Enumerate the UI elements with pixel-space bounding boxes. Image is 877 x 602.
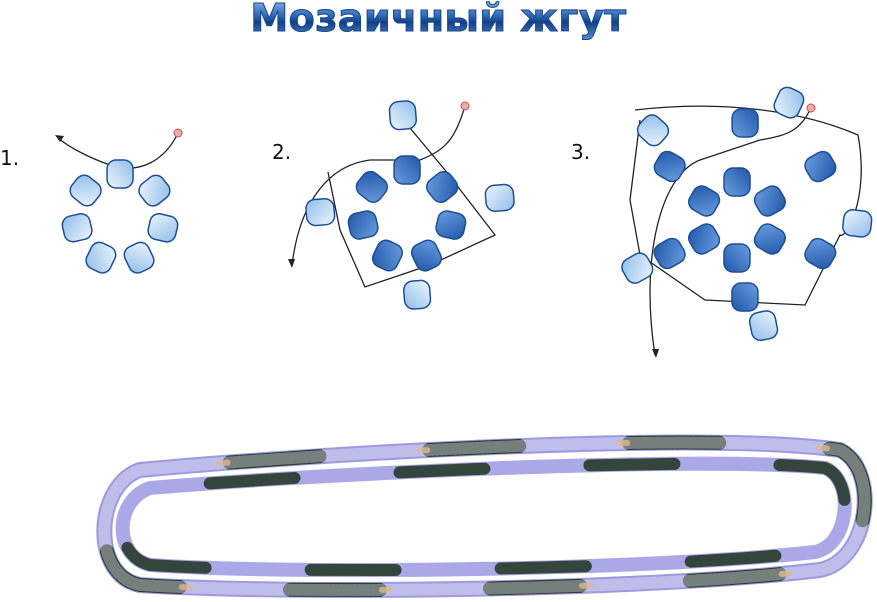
dark-bead — [688, 185, 721, 217]
light-bead — [85, 241, 117, 274]
light-bead — [484, 183, 515, 213]
light-bead — [773, 86, 805, 119]
dark-bead — [723, 167, 751, 197]
dark-bead — [371, 239, 403, 272]
dark-bead — [753, 223, 786, 255]
dark-bead — [804, 150, 837, 183]
light-bead — [748, 310, 779, 342]
diagram-title: Мозаичный жгут — [0, 0, 877, 41]
light-bead — [388, 100, 418, 131]
thread-step-3 — [649, 107, 812, 356]
dark-bead — [355, 170, 388, 203]
dark-bead — [653, 150, 686, 183]
dark-bead — [426, 170, 459, 203]
dark-bead — [410, 239, 443, 272]
light-bead — [123, 241, 155, 274]
light-bead — [138, 174, 171, 207]
rope-bead-texture — [98, 436, 871, 596]
dark-bead — [804, 237, 837, 270]
light-bead — [147, 213, 179, 243]
dark-bead — [653, 237, 686, 270]
thread-end-step-2 — [460, 101, 470, 111]
light-bead — [61, 212, 93, 243]
dark-bead — [435, 210, 467, 240]
dark-bead — [347, 210, 379, 240]
light-bead — [305, 197, 336, 227]
dark-bead — [687, 223, 721, 255]
dark-bead — [731, 108, 759, 138]
rope-dark-sections-inner — [116, 457, 851, 577]
arrow-head-1 — [55, 135, 64, 142]
thread-end-step-3 — [806, 103, 816, 113]
dark-bead — [731, 282, 759, 312]
thread-end-step-1 — [173, 128, 183, 138]
dark-bead — [753, 185, 787, 217]
arrow-head-2 — [288, 259, 295, 268]
thread-step-2 — [291, 105, 466, 266]
step-1-label: 1. — [0, 146, 20, 170]
step-2-label: 2. — [272, 140, 292, 164]
thread-step-3-loop — [629, 105, 862, 306]
light-bead — [402, 279, 432, 310]
dark-bead — [723, 243, 751, 273]
rope-dark-sections-outer — [97, 435, 872, 597]
light-bead — [106, 159, 134, 189]
arrow-head-3 — [652, 349, 659, 358]
light-bead — [621, 252, 654, 284]
light-bead — [842, 209, 873, 238]
dark-bead — [393, 155, 421, 185]
step-3-label: 3. — [571, 140, 591, 164]
light-bead — [636, 114, 670, 147]
light-bead — [69, 174, 102, 207]
